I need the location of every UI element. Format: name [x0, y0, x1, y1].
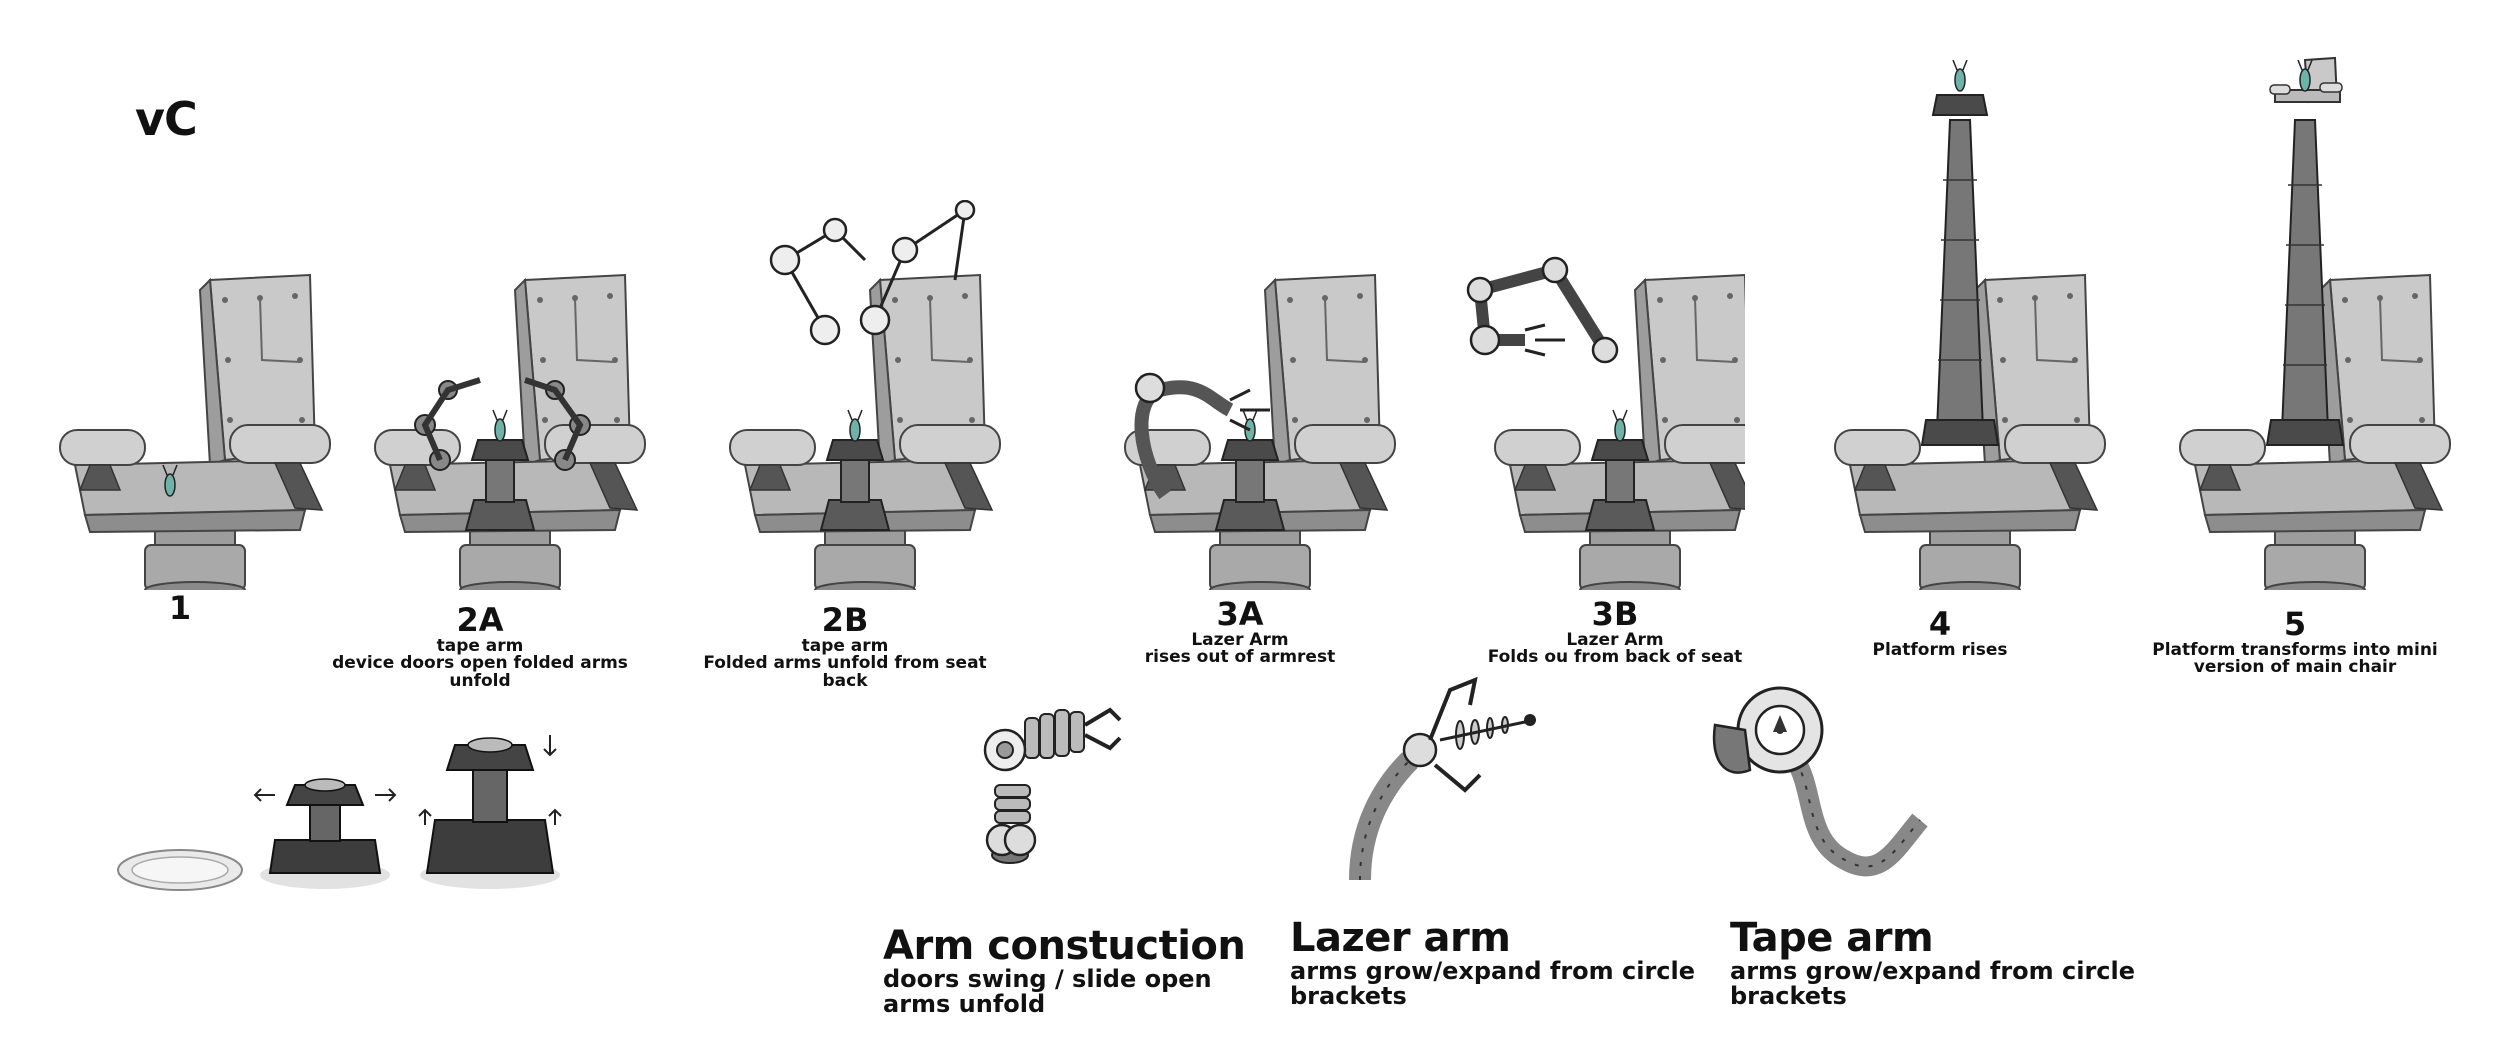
lazer-arm-caption: Lazer arm arms grow/expand from circle b… — [1290, 917, 1695, 1009]
stage-3b-caption: 3B Lazer Arm Folds ou from back of seat — [1450, 595, 1780, 668]
tape-arm-illustration — [1712, 686, 1928, 877]
stage-5-line-1: Platform transforms into mini — [2152, 639, 2438, 660]
sheet-title: vC — [135, 92, 198, 146]
stage-2b-caption: 2B tape arm Folded arms unfold from seat… — [690, 601, 1000, 692]
stage-5-line-2: version of main chair — [2193, 657, 2397, 678]
arm-construction-caption: Arm constuction doors swing / slide open… — [883, 923, 1246, 1019]
stage-3a-number: 3A — [1216, 595, 1264, 633]
stage-3a-caption: 3A Lazer Arm rises out of armrest — [1090, 595, 1390, 668]
lazer-arm-line-2: brackets — [1290, 982, 1407, 1011]
stage-2b-number: 2B — [821, 601, 869, 639]
arm-construction-line-1: doors swing / slide open — [883, 965, 1212, 993]
stage-2a-caption: 2A tape arm device doors open folded arm… — [320, 601, 640, 692]
stage-3b-line-2: Folds ou from back of seat — [1487, 647, 1743, 668]
lazer-arm-line-1: arms grow/expand from circle — [1290, 957, 1696, 985]
tape-arm-line-2: brackets — [1730, 982, 1847, 1011]
stage-2a-number: 2A — [456, 601, 504, 639]
stage-2a-line-1: tape arm — [436, 635, 524, 656]
stage-3b-line-1: Lazer Arm — [1566, 629, 1664, 650]
chair-stage-1-illustration — [59, 274, 331, 590]
chair-stage-2a-illustration — [374, 274, 646, 590]
chair-stage-5-illustration — [2179, 56, 2451, 590]
stage-2b-line-1: tape arm — [801, 635, 889, 656]
stage-5-caption: 5 Platform transforms into mini version … — [2130, 605, 2460, 678]
stage-4-number: 4 — [1928, 605, 1952, 643]
chair-stage-4-illustration — [1834, 60, 2106, 590]
tape-arm-caption: Tape arm arms grow/expand from circle br… — [1730, 917, 2135, 1009]
tape-arm-line-1: arms grow/expand from circle — [1730, 957, 2136, 985]
arm-construction-line-2: arms unfold — [883, 990, 1046, 1019]
arm-construction-heading: Arm constuction — [883, 923, 1246, 969]
stage-2a-line-3: unfold — [449, 671, 511, 692]
stage-3b-number: 3B — [1591, 595, 1639, 633]
stage-2a-line-2: device doors open folded arms — [332, 653, 628, 674]
tape-arm-heading: Tape arm — [1730, 915, 1934, 961]
stage-3a-line-1: Lazer Arm — [1191, 629, 1289, 650]
stage-1-caption: 1 — [140, 589, 220, 627]
stage-1-number: 1 — [168, 589, 192, 627]
stage-2b-line-2: Folded arms unfold from seat — [703, 653, 987, 674]
lazer-arm-heading: Lazer arm — [1290, 915, 1511, 961]
stage-5-number: 5 — [2283, 605, 2307, 643]
arm-construction-illustration — [983, 707, 1122, 864]
stage-4-caption: 4 Platform rises — [1820, 605, 2060, 660]
lazer-arm-illustration — [1349, 676, 1536, 881]
chair-stage-3b-illustration — [1466, 256, 1745, 590]
stage-4-line-1: Platform rises — [1872, 639, 2008, 660]
stage-3a-line-2: rises out of armrest — [1144, 647, 1336, 668]
stage-2b-line-3: back — [822, 671, 868, 692]
chair-stage-3a-illustration — [1124, 274, 1396, 590]
chair-stage-2b-illustration — [729, 200, 1001, 590]
device-opening-sequence-illustration — [117, 735, 562, 891]
